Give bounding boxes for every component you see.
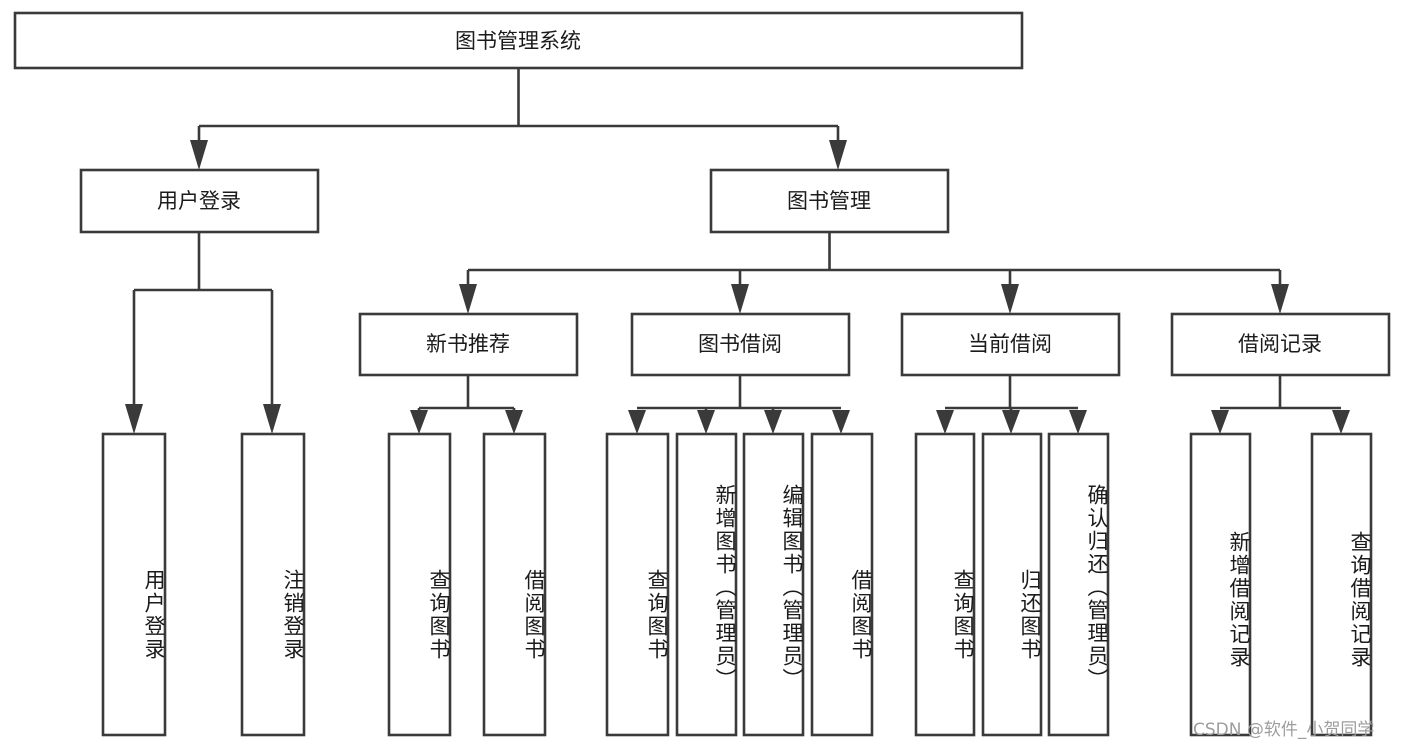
arrow-leaf-1 (125, 404, 143, 434)
node-leaf-13-box[interactable] (1310, 432, 1373, 737)
node-borrow-label: 图书借阅 (698, 332, 782, 356)
arrow-leaf-12 (1211, 410, 1229, 434)
arrow-leaf-6 (697, 410, 715, 434)
edge-group-bookmgmt-to-level3 (459, 232, 1289, 314)
edge-group-root-to-level2 (190, 68, 847, 170)
arrow-leaf-5 (628, 410, 646, 434)
edge-group-login-to-leaves (125, 232, 281, 434)
edge-group-borrow-to-leaves (628, 375, 850, 434)
node-current-label: 当前借阅 (968, 332, 1052, 356)
arrow-newbook (459, 284, 477, 314)
watermark-label: CSDN @软件_小贺同学 (1193, 720, 1375, 740)
arrow-leaf-11 (1069, 410, 1087, 434)
arrow-leaf-7 (764, 410, 782, 434)
arrow-bookmgmt (829, 140, 847, 170)
node-login-box[interactable] (79, 168, 320, 234)
node-leaf-2-box[interactable] (240, 432, 306, 737)
node-current[interactable]: 当前借阅 (900, 312, 1121, 377)
node-bookmgmt-label: 图书管理 (787, 189, 871, 213)
edge-group-current-to-leaves (936, 375, 1087, 434)
arrow-leaf-4 (505, 410, 523, 434)
arrow-login (190, 140, 208, 170)
arrow-leaf-10 (1002, 410, 1020, 434)
node-bookmgmt-box[interactable] (709, 168, 950, 234)
node-records-label: 借阅记录 (1238, 332, 1322, 356)
node-leaf-4-box[interactable] (482, 432, 547, 737)
node-newbook[interactable]: 新书推荐 (358, 312, 579, 377)
node-borrow-box[interactable] (630, 312, 851, 377)
arrow-leaf-2 (263, 404, 281, 434)
node-borrow[interactable]: 图书借阅 (630, 312, 851, 377)
edge-group-records-to-leaves (1211, 375, 1350, 434)
node-records-box[interactable] (1170, 312, 1391, 377)
leaf-box-group (101, 432, 1373, 737)
node-leaf-12-box[interactable] (1189, 432, 1252, 737)
node-leaf-11-box[interactable] (1047, 432, 1110, 737)
node-root-box[interactable] (13, 11, 1024, 70)
node-leaf-1-box[interactable] (101, 432, 167, 737)
edge-group-newbook-to-leaves (410, 375, 523, 434)
node-records[interactable]: 借阅记录 (1170, 312, 1391, 377)
node-leaf-8-box[interactable] (810, 432, 874, 737)
node-leaf-5-box[interactable] (605, 432, 670, 737)
node-login-label: 用户登录 (157, 189, 241, 213)
node-leaf-7-box[interactable] (742, 432, 805, 737)
arrow-leaf-8 (832, 410, 850, 434)
node-leaf-6-box[interactable] (675, 432, 738, 737)
arrow-current (1001, 284, 1019, 314)
node-leaf-10-box[interactable] (981, 432, 1043, 737)
node-newbook-box[interactable] (358, 312, 579, 377)
node-leaf-3-box[interactable] (387, 432, 452, 737)
arrow-leaf-3 (410, 410, 428, 434)
node-current-box[interactable] (900, 312, 1121, 377)
node-root-label: 图书管理系统 (455, 29, 581, 53)
node-root[interactable]: 图书管理系统 (13, 11, 1024, 70)
arrow-borrow (731, 284, 749, 314)
node-leaf-9-box[interactable] (914, 432, 976, 737)
arrow-records (1271, 284, 1289, 314)
node-login[interactable]: 用户登录 (79, 168, 320, 234)
node-bookmgmt[interactable]: 图书管理 (709, 168, 950, 234)
node-newbook-label: 新书推荐 (426, 332, 510, 356)
arrow-leaf-13 (1332, 410, 1350, 434)
arrow-leaf-9 (936, 410, 954, 434)
